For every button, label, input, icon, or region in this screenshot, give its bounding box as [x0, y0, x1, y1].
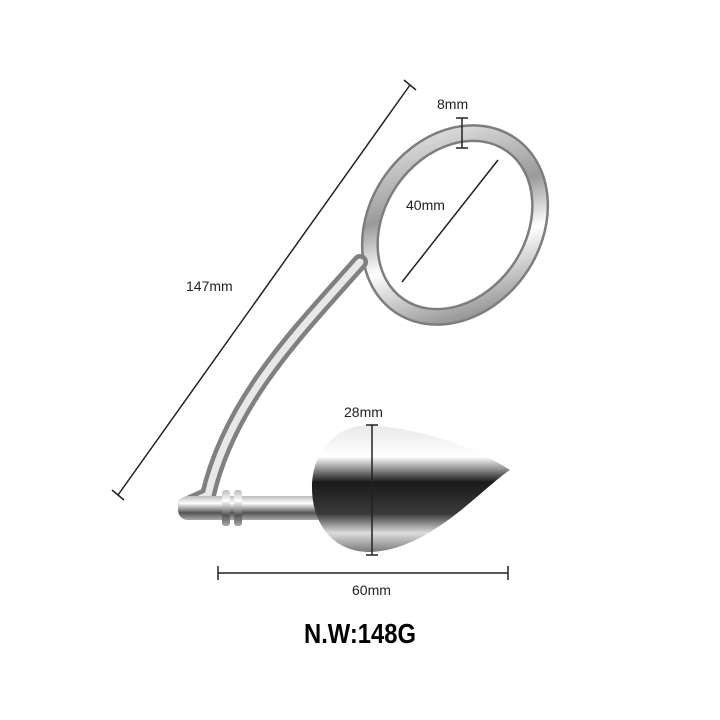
plug-bulb — [312, 425, 510, 552]
net-weight-label: N.W:148G — [304, 618, 416, 649]
plug-length-label: 60mm — [352, 582, 391, 598]
neck — [178, 496, 328, 520]
dimension-lines — [111, 79, 509, 580]
total-length-label: 147mm — [186, 278, 233, 294]
ring-diameter-label: 40mm — [406, 197, 445, 213]
plug-diameter-label: 28mm — [344, 404, 383, 420]
ring-thickness-label: 8mm — [437, 96, 469, 112]
